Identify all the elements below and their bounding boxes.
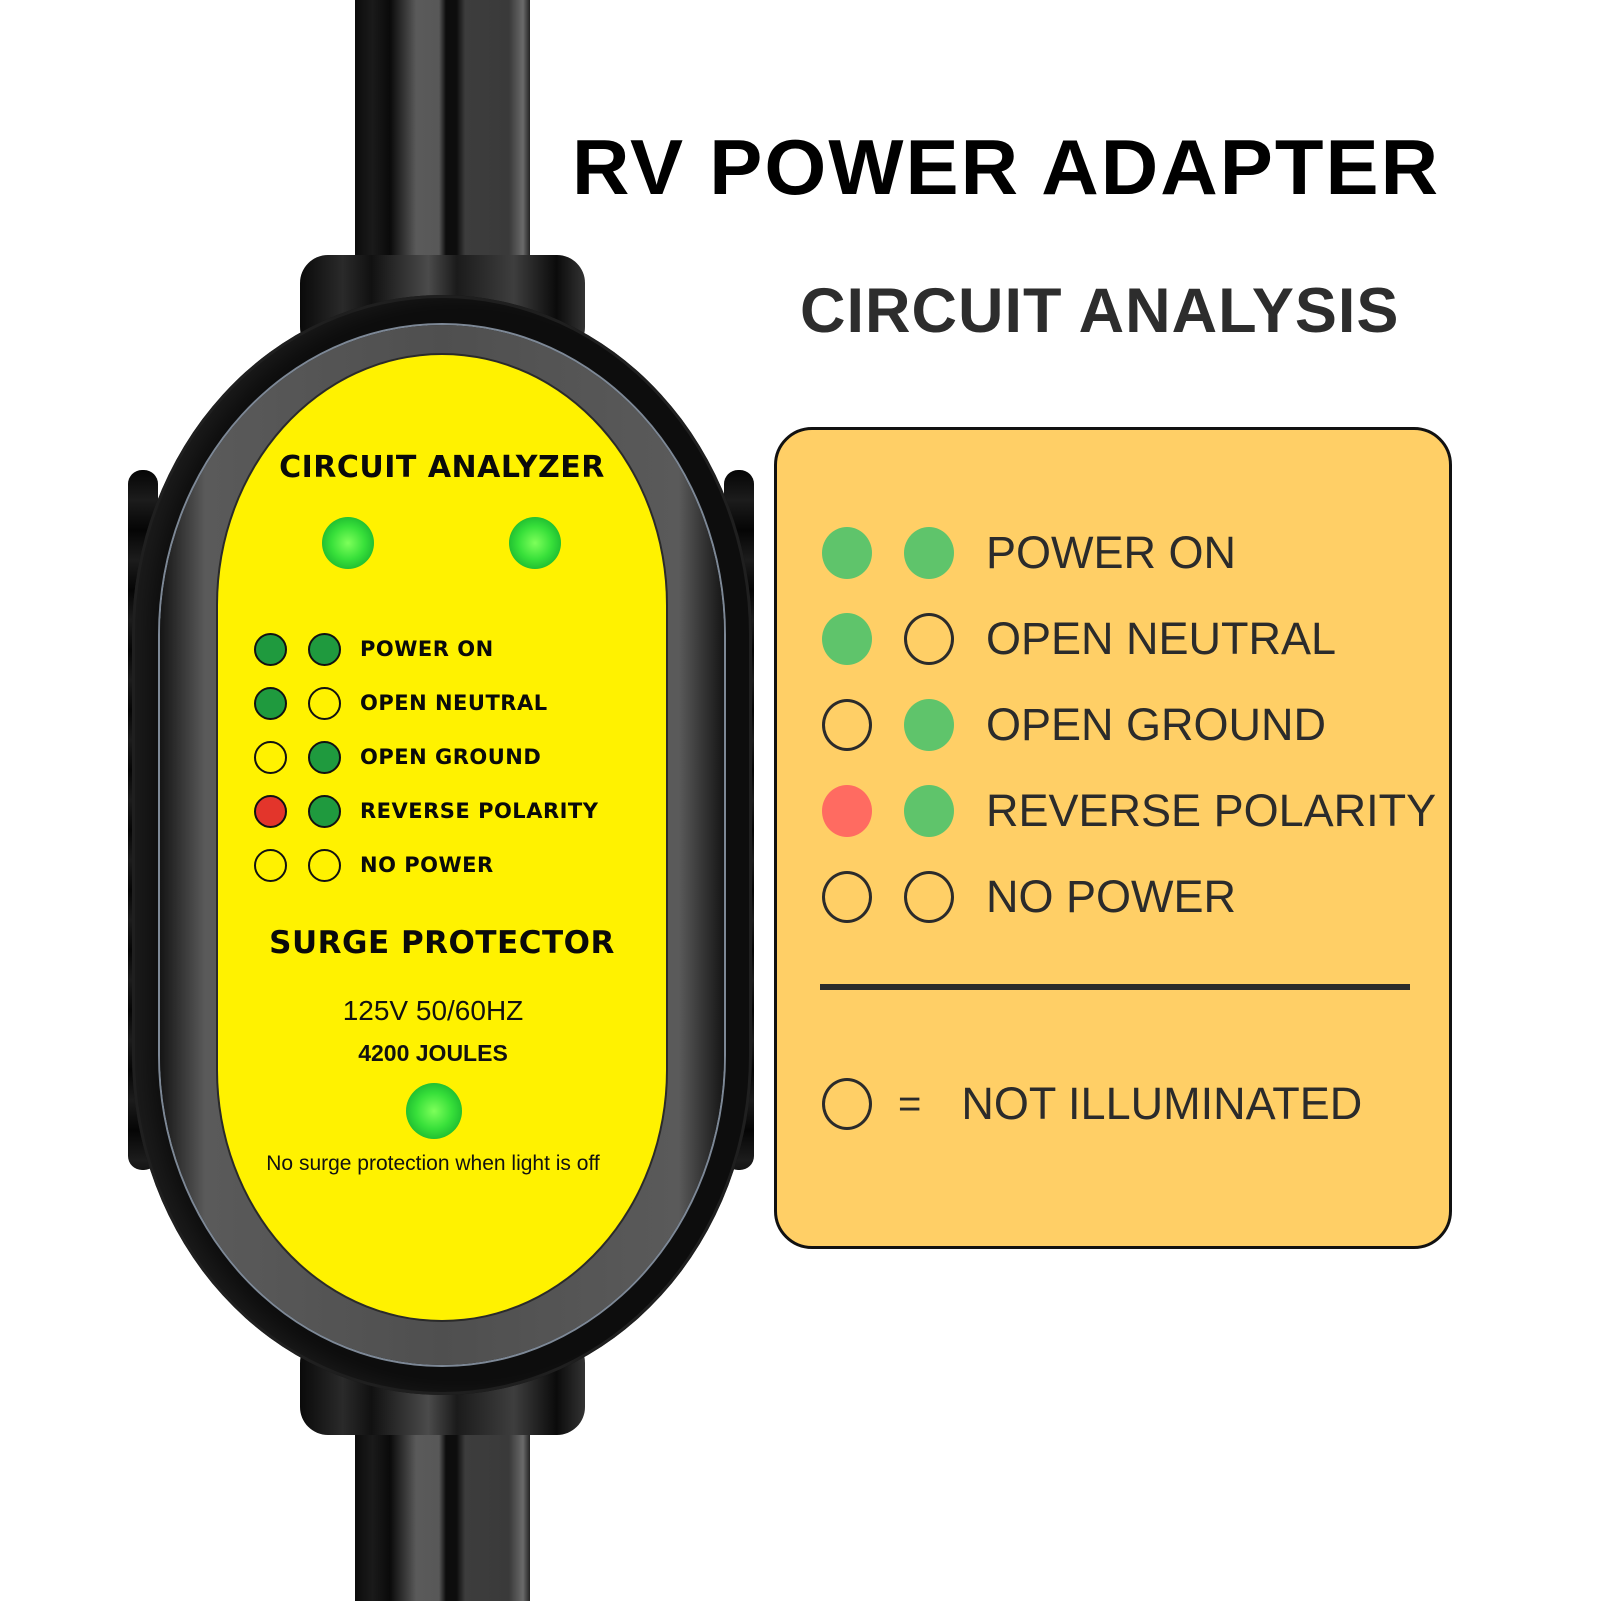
led-off-icon (822, 871, 872, 923)
led-green-icon (308, 632, 341, 666)
led-green-icon (254, 686, 287, 720)
analyzer-row-open-ground: OPEN GROUND (254, 730, 598, 784)
indicator-led-left-icon (322, 517, 374, 569)
led-green-icon (254, 632, 287, 666)
analyzer-row-open-neutral: OPEN NEUTRAL (254, 676, 598, 730)
legend-row-label: OPEN NEUTRAL (986, 613, 1337, 664)
analyzer-row-label: POWER ON (360, 637, 494, 661)
led-green-icon (822, 527, 872, 579)
voltage-spec: 125V 50/60HZ (342, 995, 524, 1026)
analyzer-status-table: POWER ON OPEN NEUTRAL OPEN GROUND REVERS… (254, 622, 598, 892)
legend-row-open-neutral: OPEN NEUTRAL (822, 596, 1436, 682)
page-subtitle: CIRCUIT ANALYSIS (800, 276, 1400, 346)
power-cable-top (355, 0, 530, 270)
surge-led-icon (406, 1083, 462, 1139)
surge-note: No surge protection when light is off (266, 1152, 600, 1175)
legend-row-no-power: NO POWER (822, 854, 1436, 940)
led-green-icon (822, 613, 872, 665)
key-equals: = (898, 1081, 922, 1126)
page-title: RV POWER ADAPTER (572, 123, 1441, 211)
led-off-icon (308, 848, 341, 882)
legend-row-label: REVERSE POLARITY (986, 785, 1437, 836)
analyzer-label-plate (218, 355, 666, 1320)
indicator-led-right-icon (509, 517, 561, 569)
legend-row-power-on: POWER ON (822, 510, 1436, 596)
led-off-icon (254, 848, 287, 882)
legend-row-label: POWER ON (986, 527, 1237, 578)
led-off-icon (904, 613, 954, 665)
legend-list: POWER ON OPEN NEUTRAL OPEN GROUND REVERS… (822, 510, 1436, 940)
legend-panel (774, 427, 1452, 1249)
led-off-icon (308, 686, 341, 720)
legend-row-label: OPEN GROUND (986, 699, 1327, 750)
analyzer-row-label: REVERSE POLARITY (360, 799, 599, 823)
analyzer-row-label: OPEN NEUTRAL (360, 691, 548, 715)
key-label: NOT ILLUMINATED (961, 1078, 1363, 1129)
led-off-icon (822, 1078, 872, 1130)
analyzer-row-label: NO POWER (360, 853, 494, 877)
led-green-icon (308, 794, 341, 828)
led-off-icon (904, 871, 954, 923)
led-red-icon (822, 785, 872, 837)
legend-row-reverse-polarity: REVERSE POLARITY (822, 768, 1436, 854)
led-green-icon (904, 699, 954, 751)
legend-key: = NOT ILLUMINATED (822, 1078, 1362, 1130)
led-green-icon (904, 527, 954, 579)
analyzer-row-label: OPEN GROUND (360, 745, 542, 769)
joule-rating: 4200 JOULES (358, 1040, 508, 1066)
led-off-icon (254, 740, 287, 774)
surge-protector-title: SURGE PROTECTOR (269, 925, 615, 961)
led-off-icon (822, 699, 872, 751)
legend-divider (820, 984, 1410, 990)
legend-row-label: NO POWER (986, 871, 1237, 922)
analyzer-title: CIRCUIT ANALYZER (279, 450, 605, 485)
analyzer-row-reverse-polarity: REVERSE POLARITY (254, 784, 598, 838)
legend-row-open-ground: OPEN GROUND (822, 682, 1436, 768)
analyzer-row-power-on: POWER ON (254, 622, 598, 676)
led-green-icon (904, 785, 954, 837)
led-red-icon (254, 794, 287, 828)
analyzer-row-no-power: NO POWER (254, 838, 598, 892)
led-green-icon (308, 740, 341, 774)
